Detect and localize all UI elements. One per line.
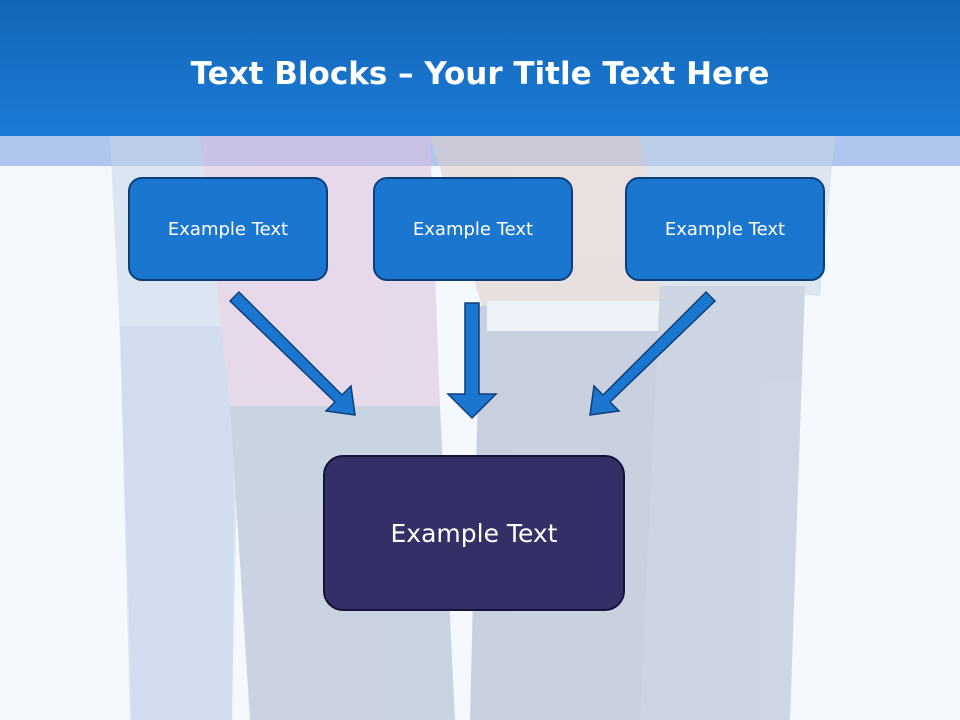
example-text-box-main[interactable]: Example Text [323, 455, 625, 611]
example-text-box-3[interactable]: Example Text [625, 177, 825, 281]
example-text-box-1[interactable]: Example Text [128, 177, 328, 281]
example-text-box-main-label: Example Text [390, 518, 558, 548]
title-bold: Text Blocks [190, 56, 388, 92]
example-text-box-2[interactable]: Example Text [373, 177, 573, 281]
example-text-box-2-label: Example Text [412, 218, 534, 240]
slide-title: Text Blocks – Your Title Text Here [0, 56, 960, 92]
example-text-box-1-label: Example Text [167, 218, 289, 240]
example-text-box-3-label: Example Text [664, 218, 786, 240]
title-rest: – Your Title Text Here [387, 56, 770, 92]
header-bar [0, 0, 960, 136]
